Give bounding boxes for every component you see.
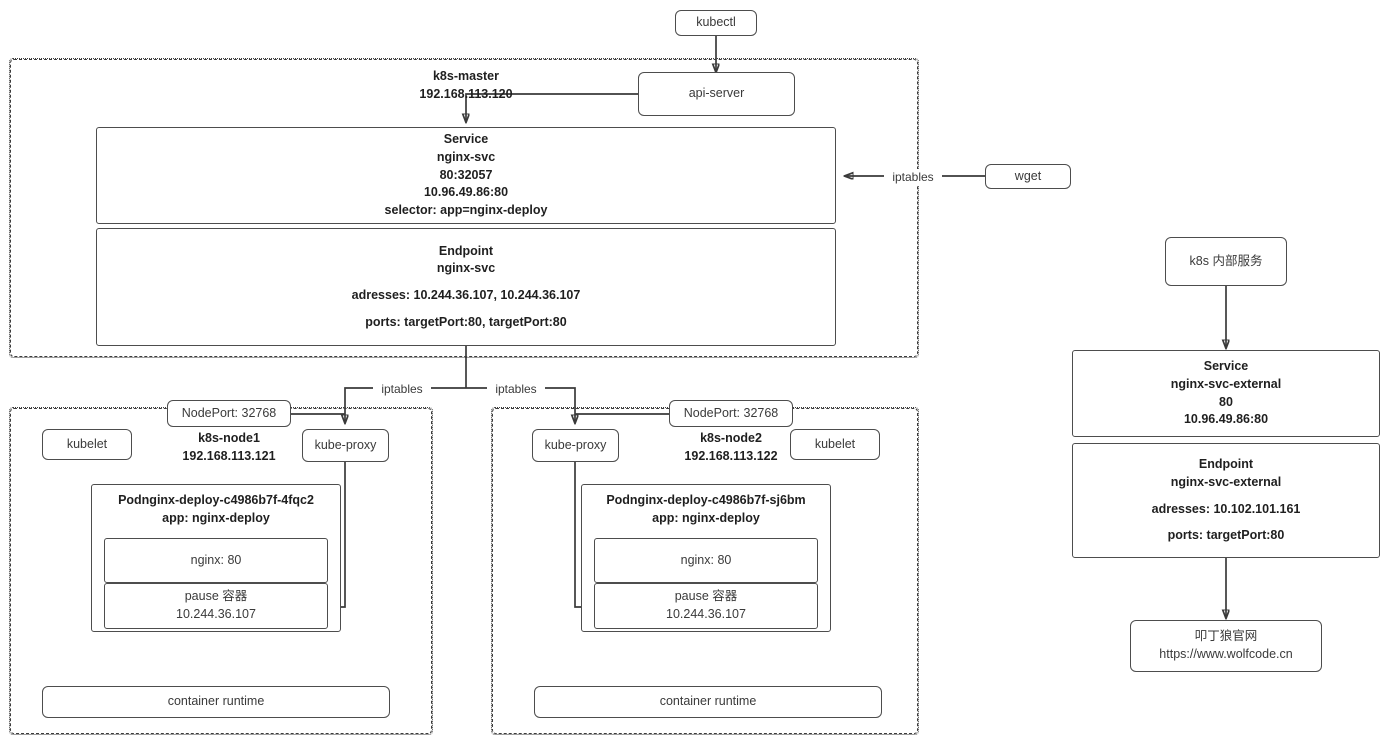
- container-nginx-label-node1: nginx: 80: [190, 552, 242, 567]
- service-external-kind: Service: [1203, 359, 1249, 373]
- endpoint-external-addresses: adresses: 10.102.101.161: [1151, 501, 1301, 516]
- kube-proxy-label-node1: kube-proxy: [314, 437, 377, 452]
- website-box[interactable]: 叩丁狼官网 https://www.wolfcode.cn: [1130, 620, 1322, 672]
- nodeport-box-node2[interactable]: NodePort: 32768: [669, 400, 793, 427]
- k8s-master-title: k8s-master 192.168.113.120: [370, 68, 562, 103]
- wget-box[interactable]: wget: [985, 164, 1071, 189]
- container-pause-label-node1: pause 容器: [184, 589, 248, 604]
- k8s-node1-ip: 192.168.113.121: [182, 448, 276, 463]
- service-kind: Service: [443, 132, 489, 147]
- kubectl-box[interactable]: kubectl: [675, 10, 757, 36]
- service-selector: selector: app=nginx-deploy: [384, 203, 548, 218]
- k8s-internal-service-label: k8s 内部服务: [1189, 253, 1263, 268]
- container-runtime-box-node2[interactable]: container runtime: [534, 686, 882, 718]
- website-name-label: 叩丁狼官网: [1194, 629, 1258, 644]
- k8s-master-ip: 192.168.113.120: [419, 86, 513, 101]
- endpoint-name: nginx-svc: [436, 261, 496, 276]
- k8s-node1-title: k8s-node1 192.168.113.121: [145, 430, 313, 465]
- kube-proxy-box-node1[interactable]: kube-proxy: [302, 429, 389, 462]
- nodeport-label-node2: NodePort: 32768: [683, 405, 779, 420]
- k8s-internal-service-box[interactable]: k8s 内部服务: [1165, 237, 1287, 286]
- nodeport-box-node1[interactable]: NodePort: 32768: [167, 400, 291, 427]
- iptables-label-node2: iptables: [487, 381, 545, 398]
- api-server-label: api-server: [688, 86, 745, 101]
- iptables-node1-text: iptables: [381, 382, 423, 396]
- container-pause-label-node2: pause 容器: [674, 589, 738, 604]
- endpoint-external-name: nginx-svc-external: [1170, 474, 1282, 489]
- service-external-ports: 80: [1219, 394, 1233, 409]
- kubelet-box-node1[interactable]: kubelet: [42, 429, 132, 460]
- service-external-name: nginx-svc-external: [1170, 376, 1282, 391]
- container-nginx-label-node2: nginx: 80: [680, 552, 732, 567]
- website-url-label: https://www.wolfcode.cn: [1159, 647, 1293, 661]
- iptables-label-wget: iptables: [884, 169, 942, 186]
- kube-proxy-box-node2[interactable]: kube-proxy: [532, 429, 619, 462]
- endpoint-kind: Endpoint: [438, 243, 494, 258]
- iptables-label-node1: iptables: [373, 381, 431, 398]
- endpoint-addresses: adresses: 10.244.36.107, 10.244.36.107: [351, 288, 581, 302]
- container-runtime-box-node1[interactable]: container runtime: [42, 686, 390, 718]
- container-nginx-node2[interactable]: nginx: 80: [594, 538, 818, 583]
- pod-name-node1: Podnginx-deploy-c4986b7f-4fqc2: [118, 493, 314, 507]
- container-pause-node1[interactable]: pause 容器 10.244.36.107: [104, 583, 328, 629]
- kubelet-box-node2[interactable]: kubelet: [790, 429, 880, 460]
- api-server-box[interactable]: api-server: [638, 72, 795, 116]
- service-nginx-svc-box[interactable]: Service nginx-svc 80:32057 10.96.49.86:8…: [96, 127, 836, 224]
- endpoint-nginx-svc-external-box[interactable]: Endpoint nginx-svc-external adresses: 10…: [1072, 443, 1380, 558]
- k8s-node1-name: k8s-node1: [198, 431, 260, 445]
- kubelet-label-node1: kubelet: [66, 436, 108, 451]
- container-pause-ip-node2: 10.244.36.107: [666, 607, 746, 621]
- endpoint-ports: ports: targetPort:80, targetPort:80: [365, 314, 567, 329]
- service-nginx-svc-external-box[interactable]: Service nginx-svc-external 80 10.96.49.8…: [1072, 350, 1380, 437]
- endpoint-external-kind: Endpoint: [1198, 457, 1254, 471]
- kube-proxy-label-node2: kube-proxy: [544, 437, 607, 452]
- pod-label-node1: app: nginx-deploy: [162, 510, 270, 525]
- container-pause-ip-node1: 10.244.36.107: [176, 607, 256, 621]
- service-ports: 80:32057: [439, 167, 493, 182]
- service-external-cluster-ip: 10.96.49.86:80: [1183, 412, 1269, 427]
- iptables-node2-text: iptables: [495, 382, 537, 396]
- iptables-wget-text: iptables: [892, 170, 934, 184]
- endpoint-external-ports: ports: targetPort:80: [1167, 528, 1285, 543]
- k8s-node2-ip: 192.168.113.122: [684, 448, 778, 463]
- nodeport-label-node1: NodePort: 32768: [181, 405, 277, 420]
- container-nginx-node1[interactable]: nginx: 80: [104, 538, 328, 583]
- container-runtime-label-node2: container runtime: [659, 694, 757, 709]
- container-pause-node2[interactable]: pause 容器 10.244.36.107: [594, 583, 818, 629]
- k8s-master-name: k8s-master: [432, 69, 499, 83]
- service-cluster-ip: 10.96.49.86:80: [423, 185, 509, 200]
- pod-label-node2: app: nginx-deploy: [652, 510, 760, 525]
- k8s-node2-name: k8s-node2: [700, 431, 762, 445]
- service-name: nginx-svc: [436, 149, 496, 164]
- endpoint-nginx-svc-box[interactable]: Endpoint nginx-svc adresses: 10.244.36.1…: [96, 228, 836, 346]
- container-runtime-label-node1: container runtime: [167, 694, 265, 709]
- kubectl-label: kubectl: [696, 15, 736, 30]
- pod-name-node2: Podnginx-deploy-c4986b7f-sj6bm: [606, 493, 806, 507]
- kubelet-label-node2: kubelet: [814, 436, 856, 451]
- k8s-node2-title: k8s-node2 192.168.113.122: [647, 430, 815, 465]
- wget-label: wget: [1014, 168, 1042, 183]
